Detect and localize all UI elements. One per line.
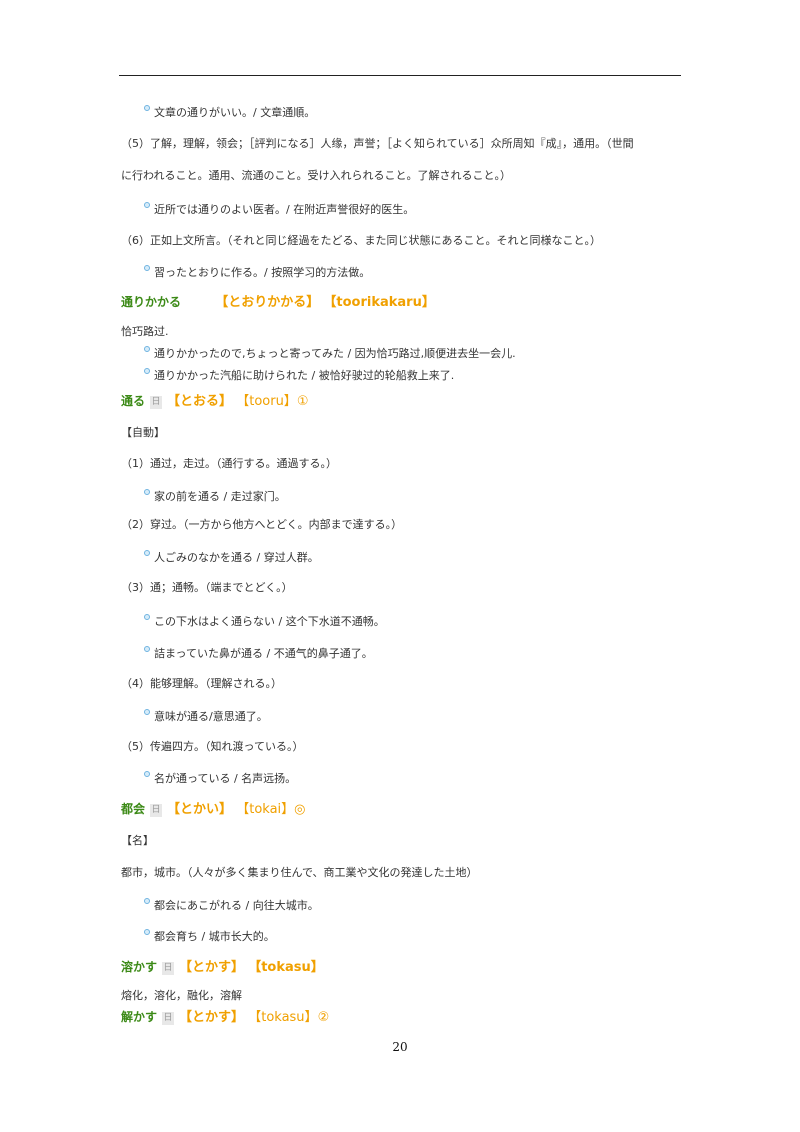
bullet-icon xyxy=(144,771,150,777)
bullet-icon xyxy=(144,929,150,935)
accent-mark: ◎ xyxy=(294,802,306,817)
romaji-reading: 【tooru】 xyxy=(236,394,297,409)
language-tag: 日 xyxy=(162,1012,175,1025)
meaning: 恰巧路过. xyxy=(121,325,169,338)
kana-reading: 【とおる】 xyxy=(167,394,233,409)
headword: 通る xyxy=(121,394,146,408)
bullet-icon xyxy=(144,550,150,556)
sense-line: に行われること。通用、流通のこと。受け入れられること。了解されること。） xyxy=(121,169,511,182)
romaji-reading: 【tokasu】 xyxy=(248,960,324,975)
example-item: 文章の通りがいい。/ 文章通順。 xyxy=(144,105,315,120)
entry-header: 溶かす日【とかす】 【tokasu】 xyxy=(121,959,324,976)
bullet-icon xyxy=(144,646,150,652)
part-of-speech: 【自動】 xyxy=(121,426,165,439)
entry-header: 通りかかる 【とおりかかる】 【toorikakaru】 xyxy=(121,294,435,311)
sense-line: （6）正如上文所言。（それと同じ経過をたどる、また同じ状態にあること。それと同様… xyxy=(121,234,601,247)
bullet-icon xyxy=(144,709,150,715)
bullet-icon xyxy=(144,105,150,111)
sense-line: （1）通过，走过。（通行する。通過する。） xyxy=(121,457,337,470)
example-item: 家の前を通る / 走过家门。 xyxy=(144,489,286,504)
example-item: 意味が通る/意思通了。 xyxy=(144,709,268,724)
bullet-icon xyxy=(144,489,150,495)
kana-reading: 【とおりかかる】 xyxy=(215,295,320,310)
headword: 解かす xyxy=(121,1010,158,1024)
example-item: 詰まっていた鼻が通る / 不通气的鼻子通了。 xyxy=(144,646,373,661)
kana-reading: 【とかす】 xyxy=(179,960,245,975)
page-number: 20 xyxy=(392,1040,408,1054)
headword: 都会 xyxy=(121,802,146,816)
sense-line: （5）传遍四方。（知れ渡っている。） xyxy=(121,740,304,753)
meaning: 熔化，溶化，融化，溶解 xyxy=(121,989,242,1002)
header-rule xyxy=(119,75,681,76)
kana-reading: 【とかい】 xyxy=(167,802,233,817)
sense-line: （4）能够理解。（理解される。） xyxy=(121,677,282,690)
entry-header: 都会日【とかい】 【tokai】◎ xyxy=(121,801,306,818)
example-item: 名が通っている / 名声远扬。 xyxy=(144,771,296,786)
headword: 溶かす xyxy=(121,960,158,974)
entry-header: 通る日【とおる】 【tooru】① xyxy=(121,393,308,410)
language-tag: 日 xyxy=(150,396,163,409)
example-item: 近所では通りのよい医者。/ 在附近声誉很好的医生。 xyxy=(144,202,414,217)
example-item: 習ったとおりに作る。/ 按照学习的方法做。 xyxy=(144,265,370,280)
part-of-speech: 【名】 xyxy=(121,834,154,847)
bullet-icon xyxy=(144,265,150,271)
bullet-icon xyxy=(144,346,150,352)
meaning: 都市，城市。（人々が多く集まり住んで、商工業や文化の発達した土地） xyxy=(121,866,478,879)
bullet-icon xyxy=(144,614,150,620)
accent-mark: ① xyxy=(296,394,309,409)
accent-mark: ② xyxy=(317,1010,330,1025)
language-tag: 日 xyxy=(162,962,175,975)
romaji-reading: 【tokasu】 xyxy=(248,1010,318,1025)
sense-line: （5）了解，理解，领会；［評判になる］人缘，声誉；［よく知られている］众所周知『… xyxy=(121,137,634,150)
example-item: 人ごみのなかを通る / 穿过人群。 xyxy=(144,550,319,565)
example-item: 都会育ち / 城市长大的。 xyxy=(144,929,275,944)
example-item: 通りかかったので,ちょっと寄ってみた / 因为恰巧路过,顺便进去坐一会儿. xyxy=(144,346,516,361)
bullet-icon xyxy=(144,202,150,208)
romaji-reading: 【tokai】 xyxy=(236,802,295,817)
bullet-icon xyxy=(144,368,150,374)
entry-header: 解かす日【とかす】 【tokasu】② xyxy=(121,1009,329,1026)
romaji-reading: 【toorikakaru】 xyxy=(323,295,435,310)
sense-line: （2）穿过。（一方から他方へとどく。内部まで達する。） xyxy=(121,518,403,531)
example-item: 都会にあこがれる / 向往大城市。 xyxy=(144,898,319,913)
language-tag: 日 xyxy=(150,804,163,817)
example-item: この下水はよく通らない / 这个下水道不通畅。 xyxy=(144,614,385,629)
headword: 通りかかる xyxy=(121,295,182,309)
sense-line: （3）通；通畅。（端までとどく。） xyxy=(121,581,293,594)
example-item: 通りかかった汽船に助けられた / 被恰好驶过的轮船救上来了. xyxy=(144,368,454,383)
bullet-icon xyxy=(144,898,150,904)
kana-reading: 【とかす】 xyxy=(179,1010,245,1025)
